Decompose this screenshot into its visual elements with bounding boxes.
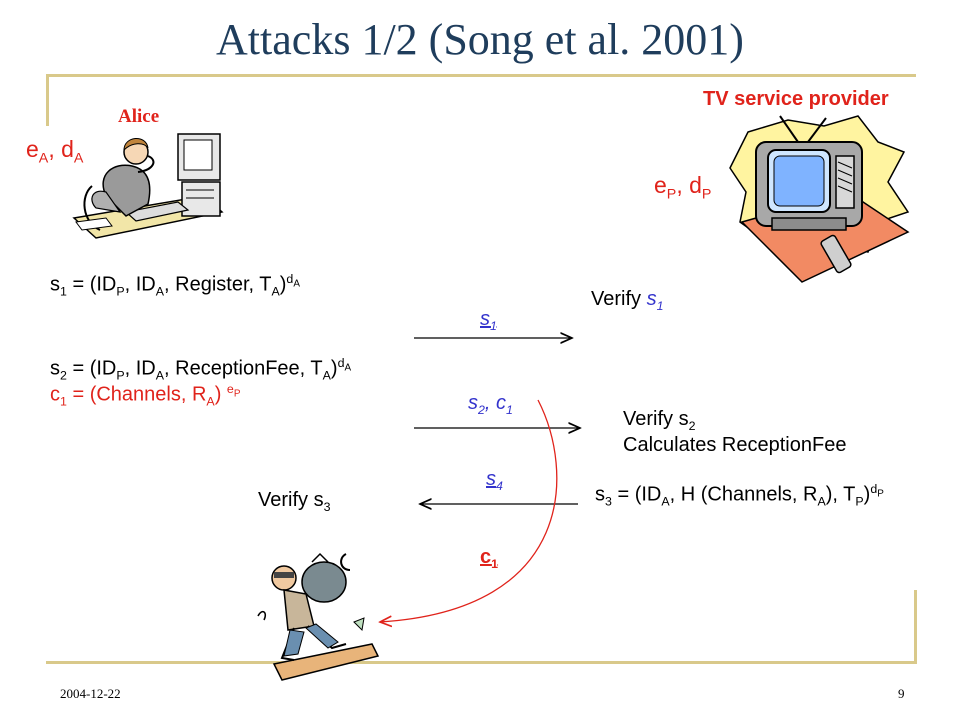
s2-message: s2 = (IDP, IDA, ReceptionFee, TA)dA — [50, 356, 352, 383]
intercept-arrow — [380, 399, 558, 622]
alice-computer-illustration — [72, 133, 224, 239]
frame-bottom-line — [46, 661, 916, 664]
arrow-s1-label: s1 — [480, 308, 497, 333]
alice-keys: eA, dA — [26, 136, 84, 167]
c1-message: c1 = (Channels, RA) eP — [50, 382, 241, 409]
frame-left-line — [46, 74, 49, 126]
thief-illustration — [257, 552, 380, 681]
verify-s3-text: Verify s3 — [258, 489, 331, 514]
tv-illustration — [729, 115, 910, 283]
s1-message: s1 = (IDP, IDA, Register, TA)dA — [50, 272, 300, 299]
intercept-c1-label: c1 — [480, 546, 499, 571]
verify-s2-text: Verify s2 — [623, 408, 696, 433]
footer-date: 2004-12-22 — [60, 686, 121, 701]
verify-s1-text: Verify s1 — [591, 288, 664, 313]
s3-message: s3 = (IDA, H (Channels, RA), TP)dP — [595, 482, 884, 509]
frame-top-line — [46, 74, 916, 77]
provider-keys: eP, dP — [654, 172, 712, 203]
slide-title: Attacks 1/2 (Song et al. 2001) — [216, 15, 744, 64]
arrow-s4-label: s4 — [486, 468, 503, 493]
arrow-s2-c1-label: s2, c1 — [468, 392, 513, 417]
alice-label: Alice — [118, 106, 160, 127]
footer-page-number: 9 — [898, 686, 905, 701]
provider-label: TV service provider — [703, 88, 889, 110]
frame-right-line — [914, 590, 917, 664]
calculates-reception-fee-text: Calculates ReceptionFee — [623, 434, 847, 456]
